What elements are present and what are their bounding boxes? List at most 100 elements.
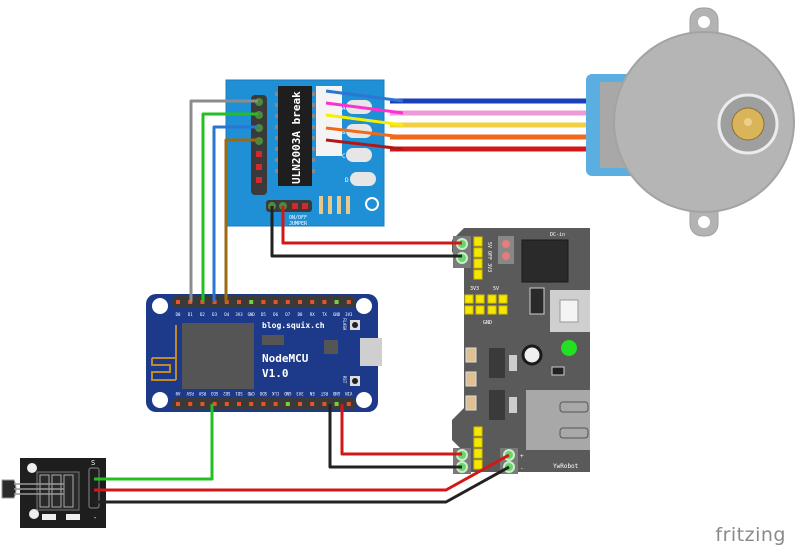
to92-sensor <box>1 479 17 499</box>
bottom-pin-label: CLK <box>271 391 279 396</box>
url-label: blog.squix.ch <box>262 320 325 330</box>
top-pin-d8[interactable] <box>298 300 302 304</box>
sensor-minus-label: - <box>93 514 97 522</box>
fritzing-watermark: fritzing <box>715 524 786 546</box>
rst-label: RST <box>342 376 347 384</box>
voltage-regulators <box>465 347 565 420</box>
led-label-a: A <box>342 105 346 112</box>
wire-d4-in4[interactable] <box>224 138 258 302</box>
led-label-b: B <box>342 129 346 136</box>
bottom-pin-sd2[interactable] <box>224 402 229 406</box>
driver-leds <box>346 100 376 186</box>
top-pin-3v3[interactable] <box>346 300 351 304</box>
power-supply-module[interactable]: 5V OFF 3V3 DC-in 3V3 5V GND <box>452 228 590 474</box>
top-pin-label: D0 <box>176 312 181 317</box>
top-pin-label: D4 <box>224 312 229 317</box>
bottom-pin-gnd[interactable] <box>334 402 339 406</box>
bottom-pin-label: 3V3 <box>296 391 304 396</box>
top-pin-label: TX <box>322 312 327 317</box>
bottom-pin-sdo[interactable] <box>261 402 266 406</box>
top-pin-label: GND <box>333 312 341 317</box>
bottom-pin-clk[interactable] <box>273 402 278 406</box>
capacitor <box>521 344 543 366</box>
output-header <box>464 294 508 315</box>
bottom-pin-label: SDO <box>259 391 267 396</box>
wire-sensor-vcc[interactable] <box>94 453 510 492</box>
bottom-pin-gnd[interactable] <box>285 402 290 406</box>
bottom-pin-rsv[interactable] <box>188 402 193 406</box>
driver-output-leads <box>325 89 404 151</box>
bottom-pins <box>176 402 351 406</box>
wire-mcu-gnd[interactable] <box>328 404 462 469</box>
chip-pins <box>275 92 315 173</box>
bottom-pin-3v3[interactable] <box>298 402 302 406</box>
bottom-pin-sd1[interactable] <box>237 402 241 406</box>
stepper-motor[interactable] <box>586 7 795 237</box>
header-label-3v3: 3V3 <box>470 286 479 292</box>
top-pin-rx[interactable] <box>310 300 315 304</box>
bottom-pin-rst[interactable] <box>322 402 327 406</box>
bottom-pin-label: RST <box>320 391 328 396</box>
temperature-sensor-module[interactable]: S - <box>1 458 106 528</box>
minus-label: - <box>520 465 524 472</box>
wire-driver-gnd[interactable] <box>270 206 462 258</box>
resistors <box>319 196 350 214</box>
bottom-pin-label: GND <box>284 391 292 396</box>
top-pin-gnd[interactable] <box>334 300 339 304</box>
bottom-pin-en[interactable] <box>310 402 315 406</box>
bottom-pin-label: CMD <box>247 391 255 396</box>
micro-usb-port[interactable] <box>360 338 382 366</box>
wire-d1-in1[interactable] <box>189 99 258 302</box>
top-pin-label: RX <box>310 312 315 317</box>
led-label-c: C <box>342 153 346 160</box>
wire-d3-in3[interactable] <box>212 125 258 302</box>
flash-label: FLASH <box>342 318 347 331</box>
bottom-pin-label: SD3 <box>210 391 218 396</box>
plus-label: + <box>520 453 524 460</box>
jumper-label-1: ON/OFF <box>289 215 307 221</box>
uln2003-driver-board[interactable]: ULN2003A break A B C D ON/OFF <box>225 79 385 227</box>
top-pin-label: 3V3 <box>345 312 353 317</box>
wire-mcu-vin[interactable] <box>340 404 462 456</box>
bottom-pin-label: VIN <box>345 391 353 396</box>
bottom-pin-label: SD1 <box>235 391 243 396</box>
rail-label-top: 5V OFF 3V3 <box>486 242 492 272</box>
board-title-line2: V1.0 <box>262 367 289 380</box>
top-pin-d6[interactable] <box>273 300 278 304</box>
diode <box>529 287 545 315</box>
usb-port[interactable] <box>526 390 590 450</box>
wire-sensor-gnd[interactable] <box>94 465 510 504</box>
top-pin-label: D5 <box>261 312 266 317</box>
bottom-pin-a0[interactable] <box>176 402 180 406</box>
bottom-pin-cmd[interactable] <box>249 402 254 406</box>
bottom-pin-label: A0 <box>175 391 180 396</box>
rail-jumper-bottom[interactable] <box>473 426 483 470</box>
wire-driver-vcc[interactable] <box>281 206 462 245</box>
bottom-pin-label: GND <box>332 391 340 396</box>
oshw-logo-icon <box>365 197 379 211</box>
top-pin-d0[interactable] <box>176 300 180 304</box>
top-pin-label: D1 <box>188 312 193 317</box>
top-pin-label: D2 <box>200 312 205 317</box>
sensor-pin-header <box>88 467 100 509</box>
antenna-trace-icon <box>151 325 177 381</box>
top-pin-3v3[interactable] <box>237 300 241 304</box>
gnd-label: GND <box>483 320 492 326</box>
motor-body <box>613 31 795 213</box>
dc-jack[interactable] <box>521 239 569 283</box>
top-pin-d7[interactable] <box>285 300 290 304</box>
top-pin-tx[interactable] <box>322 300 327 304</box>
top-pin-label: 3V3 <box>235 312 243 317</box>
bottom-pin-rsv[interactable] <box>200 402 205 406</box>
top-pin-gnd[interactable] <box>249 300 254 304</box>
top-pin-d5[interactable] <box>261 300 266 304</box>
wire-sensor-signal[interactable] <box>94 404 214 481</box>
wire-d2-in2[interactable] <box>201 112 258 302</box>
bottom-pin-vin[interactable] <box>346 402 351 406</box>
brand-label: YwRobot <box>553 463 579 470</box>
rail-jumper-top[interactable] <box>473 236 483 280</box>
bottom-pin-sd3[interactable] <box>212 402 217 406</box>
